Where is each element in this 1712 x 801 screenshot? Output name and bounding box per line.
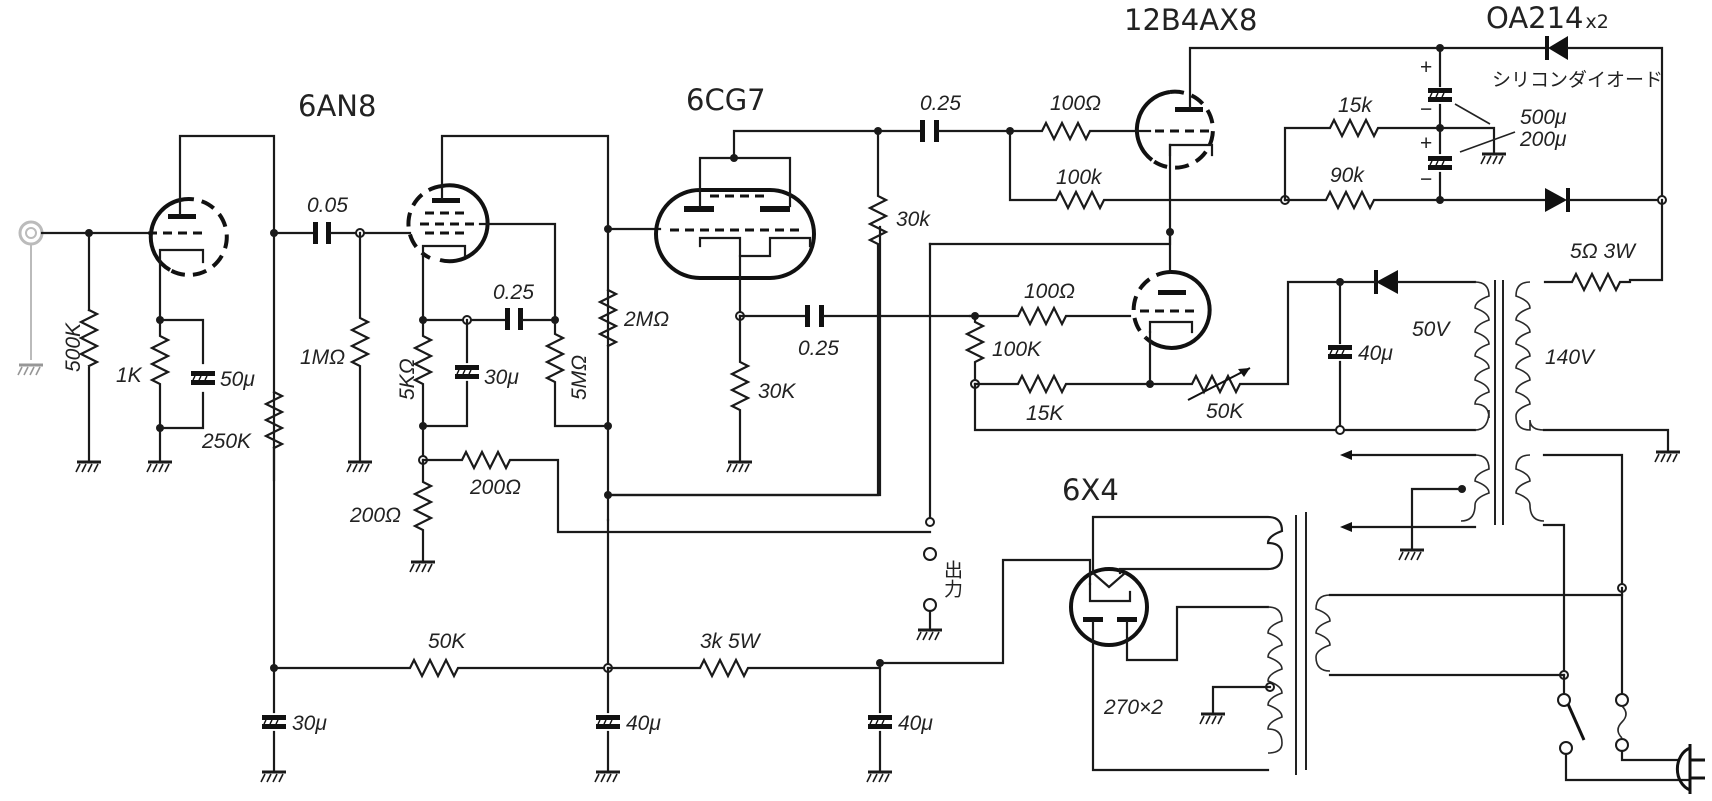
label-r-k2: 5KΩ — [396, 358, 419, 400]
power-transformer — [1460, 280, 1545, 525]
cap-50u — [190, 370, 216, 386]
label-r-cath3: 30K — [758, 380, 796, 403]
label-r-bias-bot: 100K — [992, 338, 1042, 361]
tube-label-12b4ax8: 12B4AX8 — [1124, 3, 1257, 37]
label-r-g-top: 100Ω — [1050, 92, 1101, 115]
bias-pot-50k[interactable] — [1187, 367, 1251, 401]
diode-upper — [1548, 36, 1568, 60]
mains-plug[interactable] — [1675, 744, 1705, 794]
label-r-g-bot: 100Ω — [1024, 280, 1075, 303]
label-c-pi-bot: 0.25 — [798, 337, 839, 360]
label-pot-bias: 50K — [1206, 400, 1244, 423]
label-r-plate2: 2MΩ — [623, 308, 669, 331]
tube-label-6cg7: 6CG7 — [686, 83, 766, 117]
input-jack[interactable] — [16, 220, 45, 377]
label-r-load1: 250K — [201, 430, 252, 453]
plus-sign: + — [1420, 56, 1432, 79]
label-c-k1: 50μ — [220, 368, 255, 391]
label-c-200: 200μ — [1519, 128, 1567, 151]
cap-40u-b — [867, 714, 893, 730]
label-r-bias-top: 100k — [1056, 166, 1103, 189]
label-c-pi-top: 0.25 — [920, 92, 961, 115]
diode-bias — [1376, 270, 1398, 294]
cap-30u — [261, 714, 287, 730]
label-r-5ohm: 5Ω 3W — [1570, 240, 1637, 263]
label-r-pi-plate: 30k — [896, 208, 931, 231]
svg-text:+: + — [1420, 132, 1432, 155]
label-r-3k: 3k 5W — [700, 630, 762, 653]
label-r-15k-top: 15k — [1338, 94, 1373, 117]
diode-lower — [1545, 188, 1567, 212]
label-r-50k-supply: 50K — [428, 630, 466, 653]
label-v-50: 50V — [1412, 318, 1451, 341]
tube-label-6x4: 6X4 — [1062, 473, 1119, 507]
tube-6an8-pentode — [406, 183, 490, 264]
svg-text:−: − — [1420, 168, 1432, 191]
tube-6x4 — [1069, 567, 1149, 647]
label-c-40a: 40μ — [626, 712, 661, 735]
power-switch[interactable] — [1557, 673, 1692, 782]
label-r-fb-bot: 200Ω — [349, 504, 401, 527]
resistor-500k — [78, 308, 100, 368]
tube-label-6an8: 6AN8 — [298, 89, 376, 123]
label-r-in: 500K — [62, 322, 85, 372]
label-c-couple1: 0.05 — [307, 194, 348, 217]
tube-12b4a-upper — [1134, 89, 1215, 170]
tube-12b4a-lower — [1131, 269, 1212, 350]
label-r-fb-top: 200Ω — [469, 476, 521, 499]
label-r-90k: 90k — [1330, 164, 1365, 187]
cap-40u-a — [595, 714, 621, 730]
ground-symbol — [74, 460, 103, 474]
label-v-140: 140V — [1545, 346, 1596, 369]
label-r-g2: 1MΩ — [300, 346, 345, 369]
label-c-40b: 40μ — [898, 712, 933, 735]
heater-arrow-bottom — [1340, 522, 1352, 532]
label-c-30: 30μ — [292, 712, 327, 735]
label-rect-v: 270×2 — [1103, 696, 1163, 719]
minus-sign: − — [1420, 98, 1432, 121]
label-silicon-diode: シリコンダイオード — [1492, 69, 1663, 91]
label-r-screen: 5MΩ — [568, 355, 591, 400]
fuse — [1615, 586, 1680, 762]
label-r-k1: 1K — [116, 364, 143, 387]
label-c-screen: 0.25 — [493, 281, 534, 304]
label-r-bias-15k: 15K — [1026, 402, 1064, 425]
label-c-bias: 40μ — [1358, 342, 1393, 365]
label-c-500: 500μ — [1520, 106, 1567, 129]
label-output: 出力 — [941, 560, 963, 598]
label-c-k2: 30μ — [484, 366, 519, 389]
output-terminals[interactable] — [915, 547, 944, 642]
heater-arrow-top — [1340, 450, 1352, 460]
tube-6cg7 — [654, 188, 816, 280]
